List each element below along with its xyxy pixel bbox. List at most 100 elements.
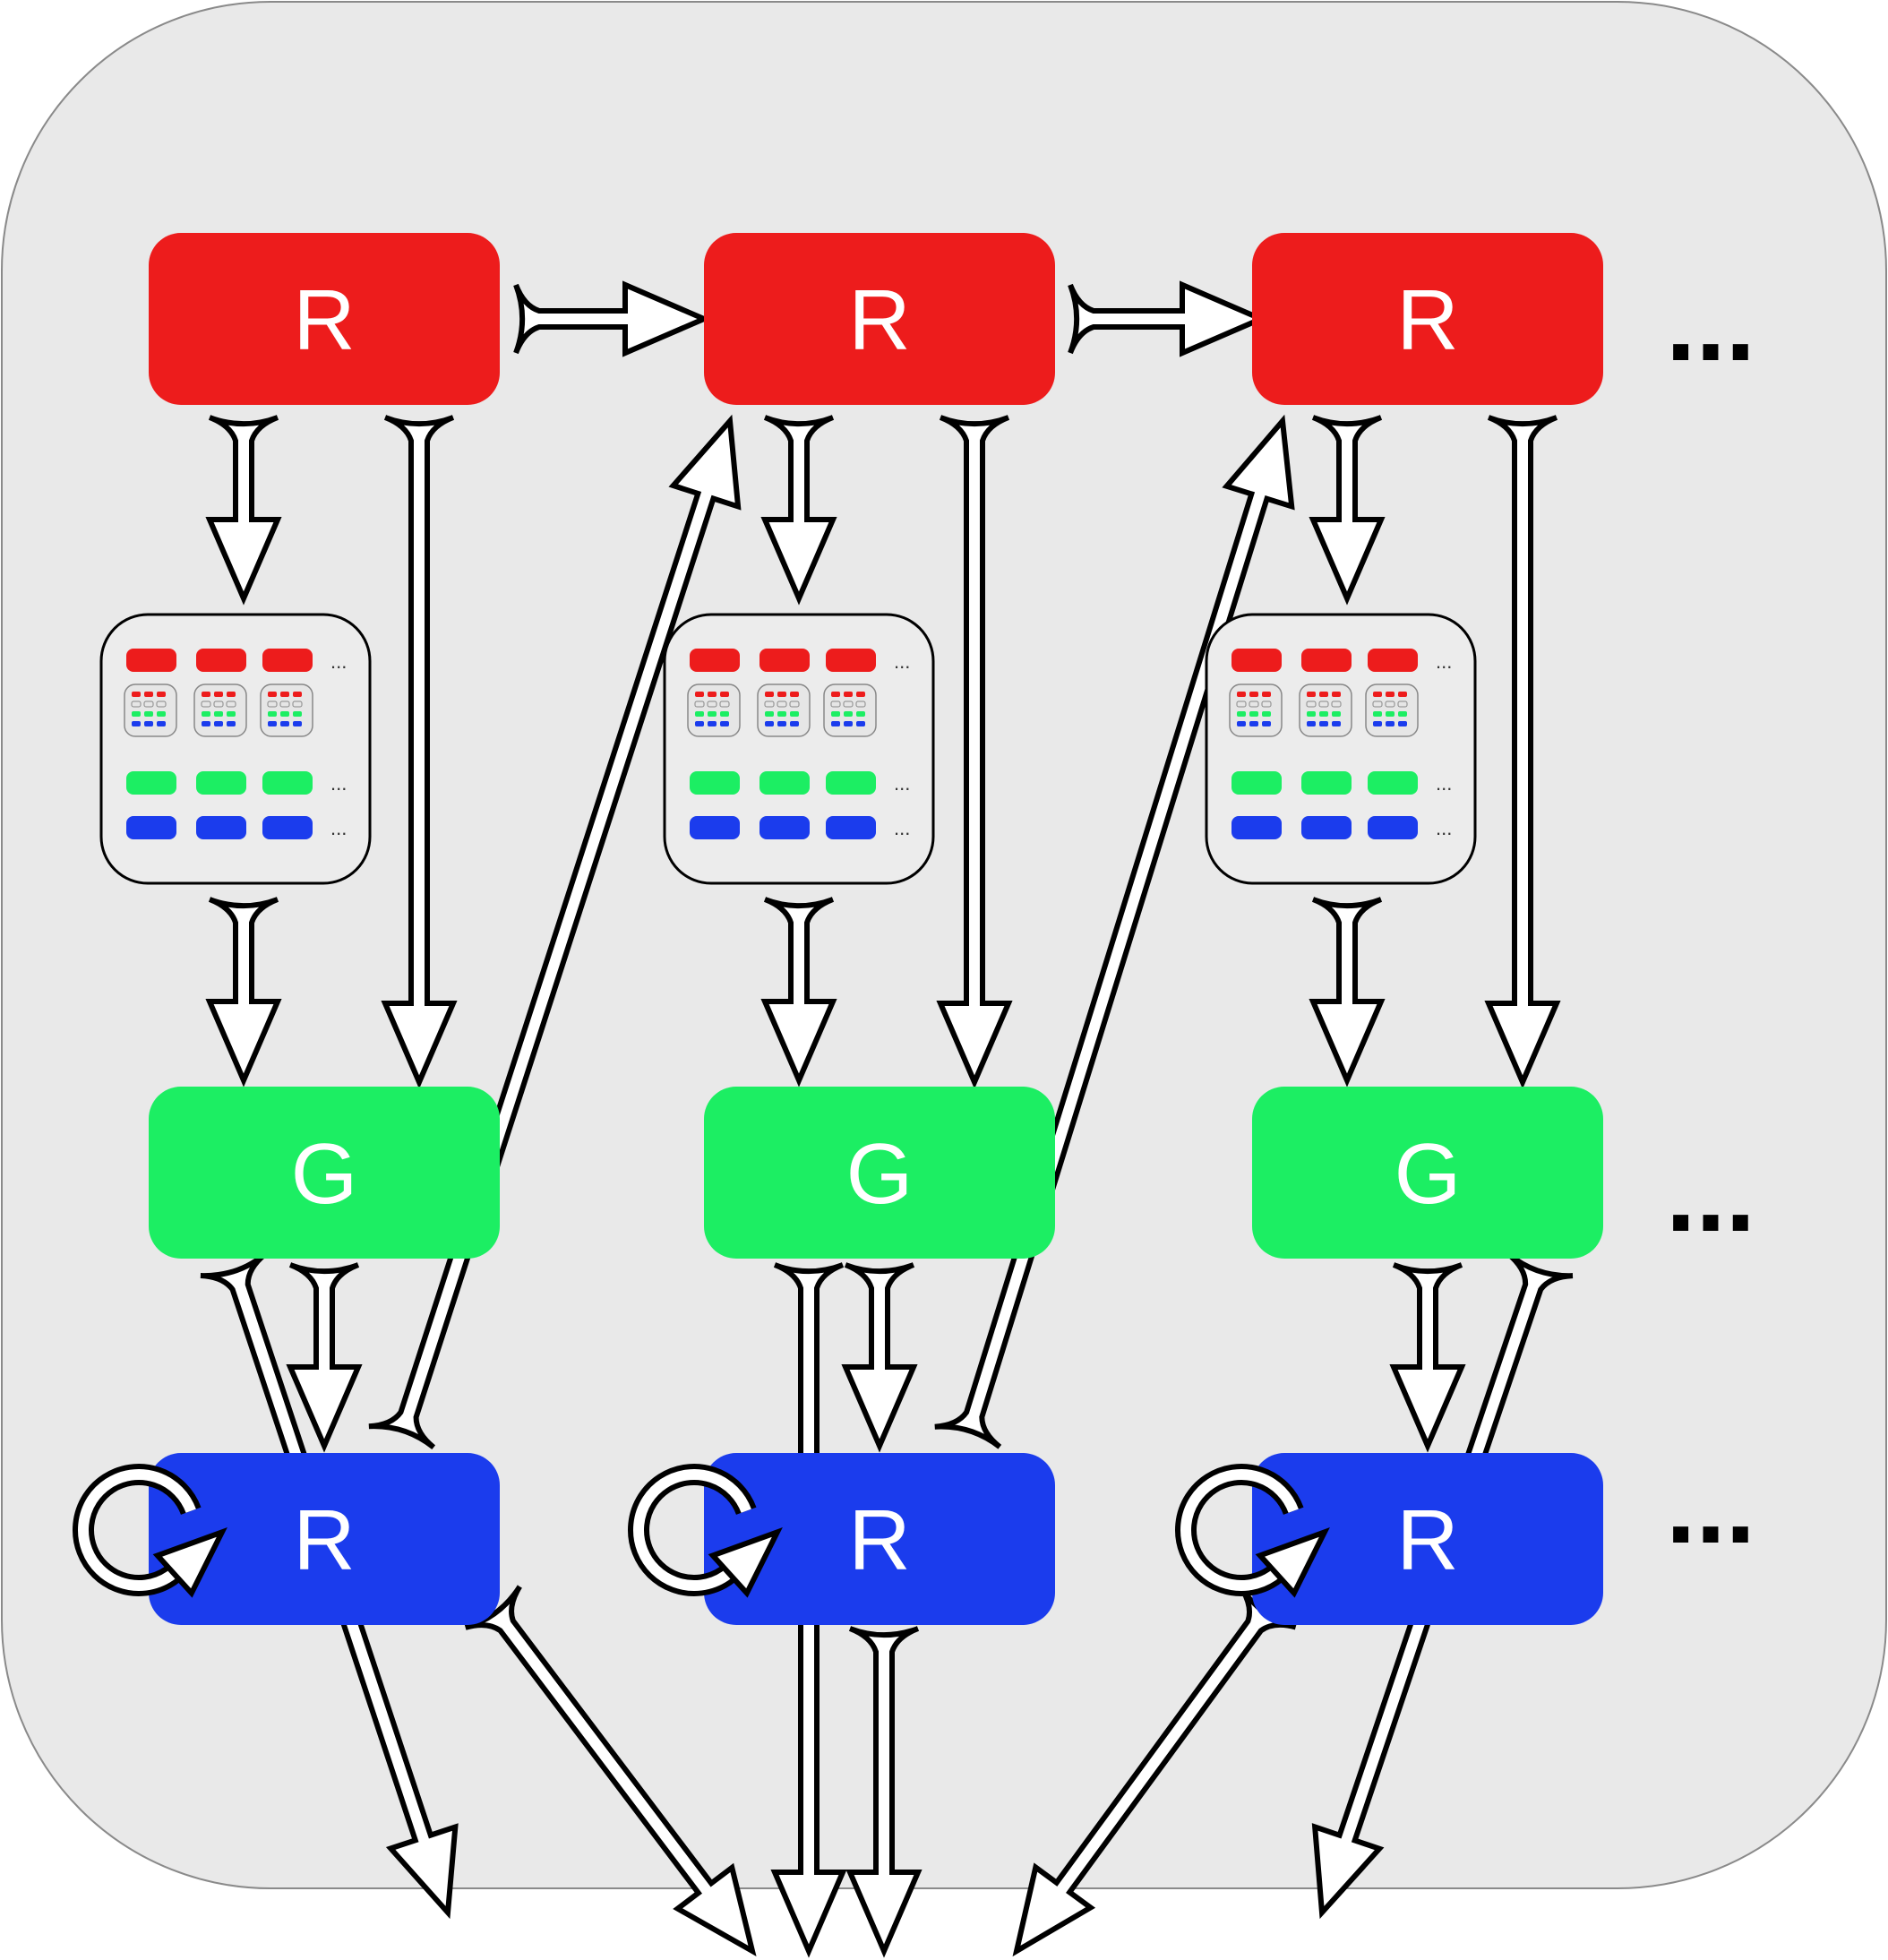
mini-nested-cell bbox=[844, 692, 853, 697]
mini-nested-cell bbox=[157, 711, 166, 717]
arrow-blue1-to-red2 bbox=[368, 414, 742, 1450]
mini-green-block bbox=[690, 771, 740, 795]
mini-nested-cell bbox=[1372, 701, 1383, 708]
mini-ellipsis: ... bbox=[894, 772, 910, 795]
mini-nested-cell bbox=[1331, 701, 1342, 708]
mini-nested-cell bbox=[844, 711, 853, 717]
red-node-2-box bbox=[704, 233, 1055, 405]
mini-nested-cell bbox=[214, 692, 223, 697]
mini-red-block bbox=[1368, 649, 1418, 672]
mini-blue-block bbox=[1231, 816, 1282, 839]
mini-nested-cell bbox=[227, 721, 236, 726]
mini-nested-cell bbox=[790, 711, 799, 717]
mini-green-block bbox=[196, 771, 246, 795]
mini-nested-cell bbox=[1398, 721, 1407, 726]
mini-nested-cell bbox=[1307, 692, 1316, 697]
self-loops-layer bbox=[73, 1464, 1330, 1598]
mini-nested-cell bbox=[1398, 711, 1407, 717]
mini-nested-cell bbox=[831, 721, 840, 726]
arrow-green1-to-next bbox=[200, 1251, 459, 1920]
mini-nested-cell bbox=[1237, 692, 1246, 697]
green-node-1: G bbox=[149, 1087, 500, 1259]
mini-nested-cell bbox=[268, 711, 277, 717]
mini-nested-cell bbox=[1332, 721, 1341, 726]
mini-box-3: ......... bbox=[1205, 613, 1477, 885]
mini-nested-cell bbox=[1262, 711, 1271, 717]
mini-nested-cell bbox=[765, 711, 774, 717]
mini-nested-cell bbox=[1373, 692, 1382, 697]
mini-ellipsis: ... bbox=[330, 650, 347, 673]
arrow-green2-to-blue2 bbox=[841, 1262, 918, 1453]
arrow-green1-to-blue1 bbox=[286, 1262, 363, 1453]
blue-node-1-box bbox=[149, 1453, 500, 1625]
mini-ellipsis: ... bbox=[1436, 817, 1452, 839]
green-node-2-label: G bbox=[846, 1126, 914, 1222]
mini-nested-cell bbox=[1236, 701, 1247, 708]
mini-nested-cell bbox=[280, 721, 289, 726]
mini-nested-cell bbox=[268, 692, 277, 697]
mini-nested-cell bbox=[268, 721, 277, 726]
mini-nested-cell bbox=[1262, 721, 1271, 726]
mini-nested-cell bbox=[1307, 711, 1316, 717]
blue-node-2-label: R bbox=[848, 1492, 910, 1588]
mini-nested-cell bbox=[1237, 721, 1246, 726]
self-loop-blue2 bbox=[628, 1464, 783, 1598]
mini-nested-cell bbox=[695, 711, 704, 717]
mini-nested-cell bbox=[280, 711, 289, 717]
mini-blue-block bbox=[1368, 816, 1418, 839]
mini-nested-cell bbox=[1373, 711, 1382, 717]
green-node-3-label: G bbox=[1395, 1126, 1462, 1222]
mini-nested-cell bbox=[1332, 711, 1341, 717]
mini-nested-cell bbox=[720, 711, 729, 717]
arrow-red2-to-green2 bbox=[936, 415, 1013, 1089]
arrow-mini2-to-green2 bbox=[760, 897, 837, 1087]
mini-nested-cell bbox=[830, 701, 841, 708]
mini-nested-cell bbox=[694, 701, 705, 708]
ellipsis-bottom-row: ... bbox=[1666, 1446, 1755, 1566]
mini-red-block bbox=[262, 649, 313, 672]
blue-node-1: R bbox=[149, 1453, 500, 1625]
green-node-3: G bbox=[1252, 1087, 1603, 1259]
mini-nested-cell bbox=[293, 711, 302, 717]
mini-nested-cell bbox=[227, 711, 236, 717]
arrow-blue1-out bbox=[464, 1585, 757, 1957]
mini-green-block bbox=[1368, 771, 1418, 795]
mini-nested-cell bbox=[765, 692, 774, 697]
mini-blue-block bbox=[262, 816, 313, 839]
mini-green-block bbox=[826, 771, 876, 795]
mini-nested-cell bbox=[720, 692, 729, 697]
blue-node-2-box bbox=[704, 1453, 1055, 1625]
arrow-red1-to-green1 bbox=[381, 415, 458, 1089]
mini-nested-cell bbox=[144, 711, 153, 717]
red-node-1-label: R bbox=[293, 272, 355, 368]
self-loop-blue3 bbox=[1175, 1464, 1330, 1598]
mini-nested-cell bbox=[132, 721, 141, 726]
mini-green-block bbox=[1231, 771, 1282, 795]
mini-nested-cell bbox=[1373, 721, 1382, 726]
mini-ellipsis: ... bbox=[1436, 650, 1452, 673]
red-node-3-label: R bbox=[1396, 272, 1458, 368]
mini-blue-block bbox=[196, 816, 246, 839]
red-node-1-box bbox=[149, 233, 500, 405]
mini-red-block bbox=[1231, 649, 1282, 672]
mini-nested-cell bbox=[1386, 692, 1395, 697]
mini-red-block bbox=[826, 649, 876, 672]
mini-nested-cell bbox=[1318, 701, 1329, 708]
mini-nested-cell bbox=[765, 721, 774, 726]
mini-nested-cell bbox=[1397, 701, 1408, 708]
red-node-3: R bbox=[1252, 233, 1603, 405]
red-node-2-label: R bbox=[848, 272, 910, 368]
mini-red-block bbox=[1301, 649, 1352, 672]
blue-node-3-label: R bbox=[1396, 1492, 1458, 1588]
mini-nested-cell bbox=[855, 701, 866, 708]
mini-green-block bbox=[262, 771, 313, 795]
mini-nested-cell bbox=[777, 721, 786, 726]
ellipsis-middle-row: ... bbox=[1666, 1134, 1755, 1254]
arrow-blue2-out bbox=[845, 1626, 923, 1958]
arrow-blue2-to-red3 bbox=[934, 414, 1295, 1449]
arrow-red3-to-mini3 bbox=[1309, 415, 1386, 606]
mini-nested-cell bbox=[843, 701, 854, 708]
mini-nested-cell bbox=[156, 701, 167, 708]
mini-nested-cell bbox=[1237, 711, 1246, 717]
